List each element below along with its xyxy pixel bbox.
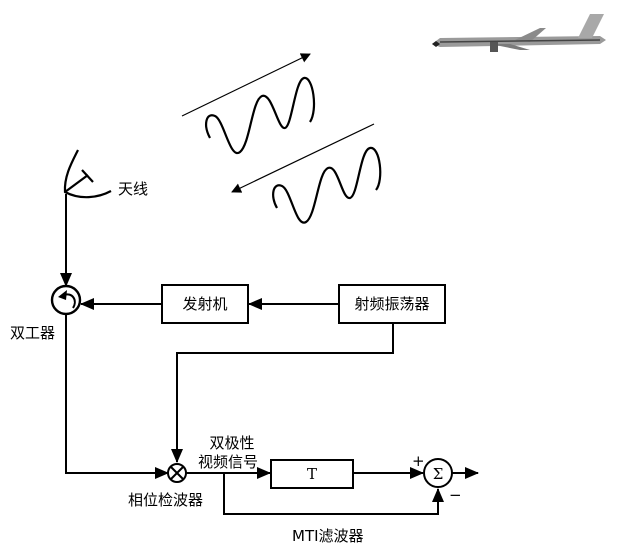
airplane-icon	[432, 14, 606, 52]
phase-detector-label: 相位检波器	[128, 491, 203, 509]
rf-oscillator-label: 射频振荡器	[354, 295, 429, 313]
summer-symbol: Σ	[433, 465, 444, 483]
sine-wave-icon	[272, 146, 382, 224]
duplexer-label: 双工器	[10, 324, 55, 342]
circulator-icon	[50, 284, 82, 316]
duplexer-to-detector-line	[65, 314, 169, 479]
outgoing-arrow	[181, 53, 311, 117]
antenna-label: 天线	[118, 180, 148, 198]
bipolar-video-label-line1: 双极性	[209, 434, 254, 452]
returning-wave	[231, 123, 382, 224]
bipolar-video-label-line2: 视频信号	[198, 453, 258, 471]
dish-antenna-icon	[63, 149, 112, 199]
delay-label: T	[307, 465, 317, 483]
returning-arrow	[231, 123, 375, 193]
outgoing-wave	[181, 53, 316, 155]
plus-sign: +	[412, 452, 425, 470]
bypass-to-summer-line	[223, 473, 444, 515]
transmitter-label: 发射机	[182, 295, 227, 313]
mti-filter-label: MTI滤波器	[292, 527, 364, 545]
oscillator-to-detector-line	[171, 323, 394, 463]
sine-wave-icon	[205, 76, 316, 155]
minus-sign: −	[449, 486, 462, 504]
multiplier-circle-icon	[167, 463, 187, 483]
